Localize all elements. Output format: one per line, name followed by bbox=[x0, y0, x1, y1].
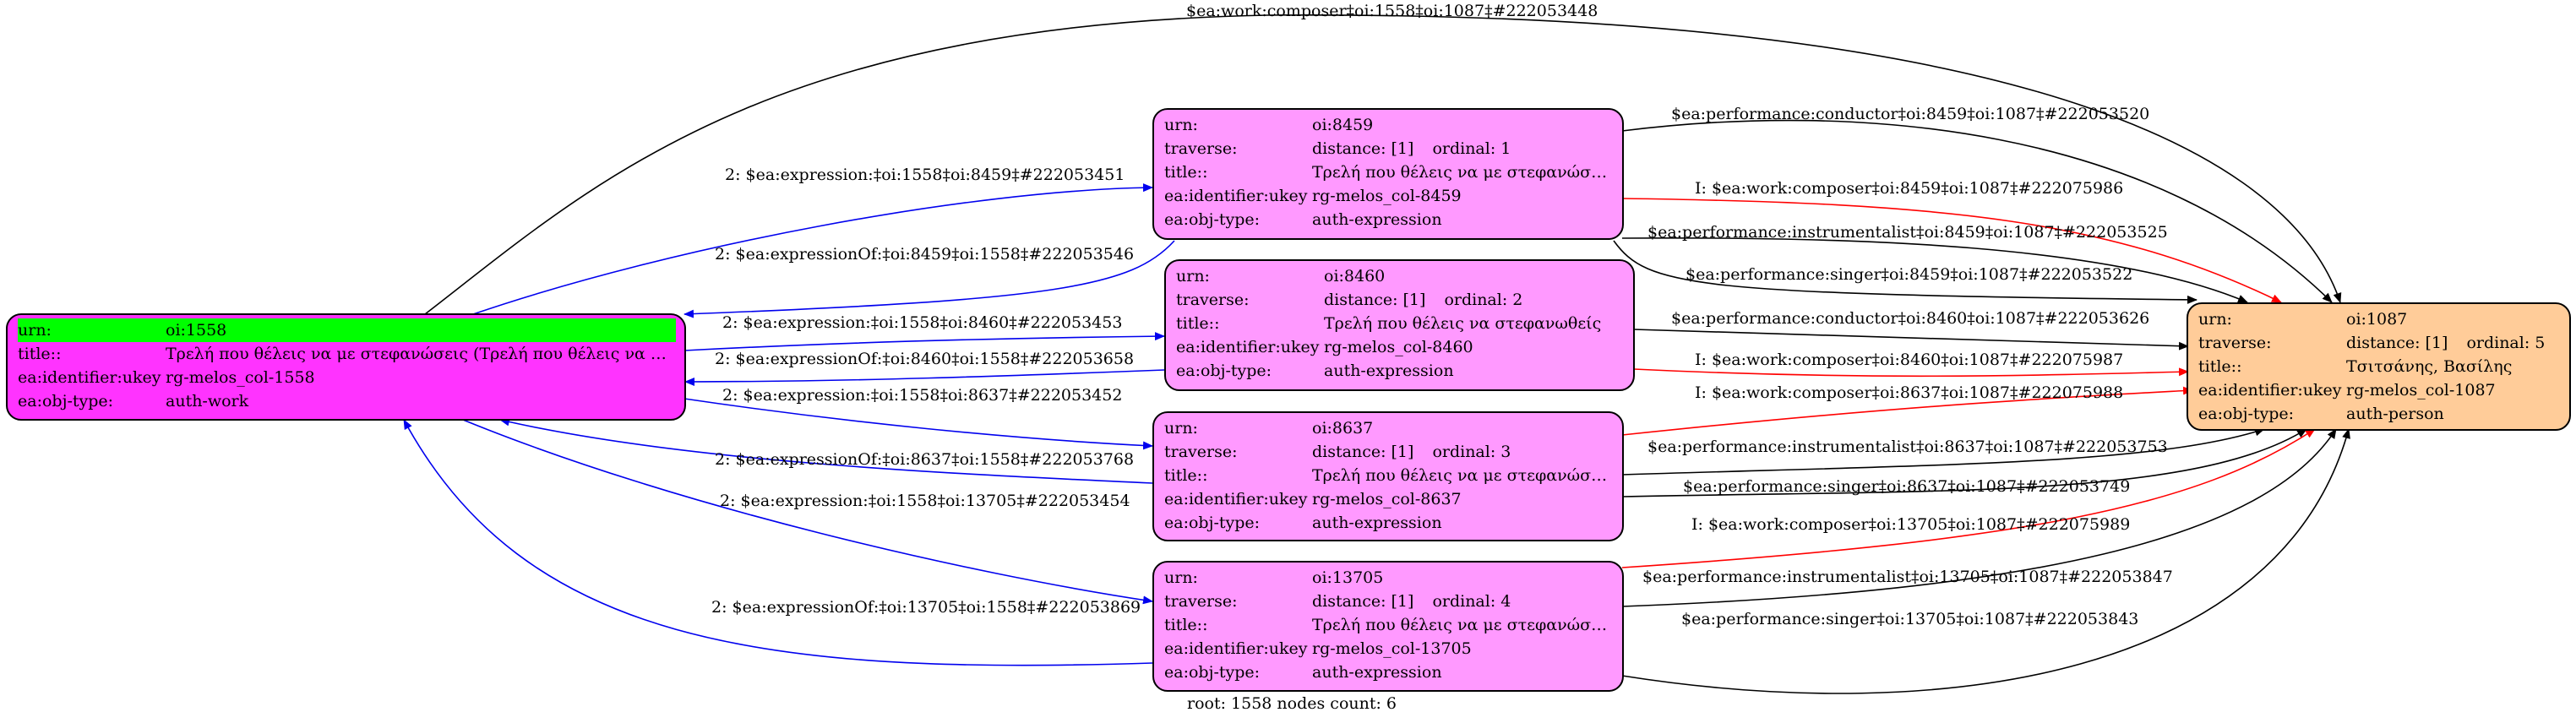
edge-label: 2: $ea:expression:‡oi:1558‡oi:13705‡#222… bbox=[720, 492, 1130, 510]
node-row: ea:obj-type:auth-expression bbox=[1164, 210, 1442, 229]
node-urn: oi:13705 bbox=[1312, 568, 1384, 587]
node-expression-8460[interactable]: urn:oi:8460 traverse:distance: [1]ordina… bbox=[1164, 259, 1635, 391]
edge-label: I: $ea:work:composer‡oi:8637‡oi:1087‡#22… bbox=[1695, 383, 2124, 402]
node-expression-13705[interactable]: urn:oi:13705 traverse:distance: [1]ordin… bbox=[1152, 561, 1624, 692]
edge-label: I: $ea:work:composer‡oi:8459‡oi:1087‡#22… bbox=[1695, 179, 2124, 198]
graph-footer: root: 1558 nodes count: 6 bbox=[1187, 694, 1397, 713]
node-title: Τρελή που θέλεις να με στεφανώσεις bbox=[1312, 466, 1614, 485]
node-row: urn:oi:8459 bbox=[1164, 113, 1614, 137]
node-urn: oi:8459 bbox=[1312, 116, 1374, 134]
node-title: Τρελή που θέλεις να με στεφανώσεις bbox=[1312, 163, 1614, 182]
edge-expressionof-13705 bbox=[403, 419, 1153, 666]
node-row: ea:obj-type:auth-person bbox=[2198, 405, 2444, 423]
node-row: traverse:distance: [1]ordinal: 4 bbox=[1164, 592, 1511, 611]
node-work-1558[interactable]: urn:oi:1558 title::Τρελή που θέλεις να μ… bbox=[6, 313, 686, 421]
edge-singer-8459 bbox=[1613, 240, 2197, 304]
edge-label: 2: $ea:expressionOf:‡oi:13705‡oi:1558‡#2… bbox=[711, 598, 1141, 617]
edge-composer-8459 bbox=[1621, 198, 2282, 303]
node-row: ea:obj-type:auth-work bbox=[18, 392, 249, 410]
edge-label: 2: $ea:expressionOf:‡oi:8637‡oi:1558‡#22… bbox=[715, 450, 1135, 469]
edge-label: $ea:performance:singer‡oi:8459‡oi:1087‡#… bbox=[1686, 265, 2133, 284]
edge-label: $ea:performance:instrumentalist‡oi:8637‡… bbox=[1647, 438, 2168, 456]
edge-expression-8459 bbox=[472, 183, 1153, 315]
edge-label: $ea:performance:singer‡oi:8637‡oi:1087‡#… bbox=[1683, 477, 2131, 496]
node-urn: oi:8460 bbox=[1324, 267, 1386, 285]
edge-composer-13705 bbox=[1621, 428, 2316, 568]
edge-instrumentalist-13705 bbox=[1621, 428, 2337, 607]
node-row: urn:oi:13705 bbox=[1164, 566, 1614, 590]
edge-composer-8460 bbox=[1633, 367, 2189, 378]
edge-label: 2: $ea:expression:‡oi:1558‡oi:8460‡#2220… bbox=[722, 313, 1123, 332]
node-expression-8459[interactable]: urn:oi:8459 traverse:distance: [1]ordina… bbox=[1152, 108, 1624, 240]
edge-label: 2: $ea:expression:‡oi:1558‡oi:8637‡#2220… bbox=[722, 386, 1123, 405]
node-title: Τρελή που θέλεις να με στεφανώσεις bbox=[1312, 616, 1614, 634]
node-row: ea:obj-type:auth-expression bbox=[1164, 663, 1442, 682]
node-row: title::Τρελή που θέλεις να με στεφανώσει… bbox=[1164, 613, 1614, 637]
node-title: Τρελή που θέλεις να με στεφανώσεις (Τρελ… bbox=[166, 345, 676, 363]
edge-label: 2: $ea:expression:‡oi:1558‡oi:8459‡#2220… bbox=[725, 166, 1125, 184]
edge-expressionof-8637 bbox=[499, 417, 1153, 484]
edge-instrumentalist-8637 bbox=[1621, 427, 2265, 476]
node-urn: oi:1558 bbox=[166, 321, 227, 340]
node-title: Τρελή που θέλεις να στεφανωθείς bbox=[1324, 314, 1602, 333]
node-person-1087[interactable]: urn:oi:1087 traverse:distance: [1]ordina… bbox=[2187, 302, 2571, 431]
node-row: urn:oi:8637 bbox=[1164, 416, 1614, 440]
node-expression-8637[interactable]: urn:oi:8637 traverse:distance: [1]ordina… bbox=[1152, 411, 1624, 541]
edge-label: $ea:performance:singer‡oi:13705‡oi:1087‡… bbox=[1681, 610, 2139, 628]
edge-label: I: $ea:work:composer‡oi:8460‡oi:1087‡#22… bbox=[1695, 351, 2124, 369]
edge-expression-13705 bbox=[462, 419, 1153, 605]
edge-label: 2: $ea:expressionOf:‡oi:8459‡oi:1558‡#22… bbox=[715, 245, 1135, 264]
node-row: title::Τρελή που θέλεις να στεφανωθείς bbox=[1176, 312, 1625, 335]
edge-work-composer bbox=[424, 14, 2342, 315]
edge-label: $ea:performance:instrumentalist‡oi:8459‡… bbox=[1647, 223, 2168, 242]
node-urn: oi:1087 bbox=[2346, 310, 2408, 329]
node-row: urn:oi:1087 bbox=[2198, 307, 2561, 331]
node-urn: oi:8637 bbox=[1312, 419, 1374, 438]
edge-singer-13705 bbox=[1621, 428, 2350, 694]
edge-conductor-8460 bbox=[1633, 329, 2189, 351]
node-row: traverse:distance: [1]ordinal: 1 bbox=[1164, 139, 1511, 158]
edge-label: I: $ea:work:composer‡oi:13705‡oi:1087‡#2… bbox=[1691, 515, 2131, 534]
node-row: ea:obj-type:auth-expression bbox=[1176, 362, 1454, 380]
edge-instrumentalist-8459 bbox=[1621, 236, 2248, 303]
node-row: title::Τρελή που θέλεις να με στεφανώσει… bbox=[18, 342, 676, 366]
edge-label: $ea:performance:conductor‡oi:8460‡oi:108… bbox=[1671, 309, 2150, 328]
node-row: ea:obj-type:auth-expression bbox=[1164, 514, 1442, 532]
edge-expression-8637 bbox=[683, 398, 1153, 450]
edge-expression-8460 bbox=[683, 332, 1165, 351]
edge-composer-8637 bbox=[1621, 386, 2193, 436]
node-row: title::Τσιτσάνης, Βασίλης bbox=[2198, 355, 2561, 378]
node-row: urn:oi:1558 bbox=[18, 318, 676, 342]
edge-conductor-8459 bbox=[1621, 119, 2333, 303]
node-row: urn:oi:8460 bbox=[1176, 264, 1625, 288]
node-row: traverse:distance: [1]ordinal: 3 bbox=[1164, 443, 1511, 461]
node-row: title::Τρελή που θέλεις να με στεφανώσει… bbox=[1164, 160, 1614, 184]
node-title: Τσιτσάνης, Βασίλης bbox=[2346, 357, 2513, 376]
edge-label: 2: $ea:expressionOf:‡oi:8460‡oi:1558‡#22… bbox=[715, 350, 1135, 368]
edge-label: $ea:performance:conductor‡oi:8459‡oi:108… bbox=[1671, 105, 2150, 123]
edge-expressionof-8460 bbox=[684, 369, 1165, 386]
edge-label: $ea:performance:instrumentalist‡oi:13705… bbox=[1642, 568, 2173, 586]
edge-label: $ea:work:composer‡oi:1558‡oi:1087‡#22205… bbox=[1186, 2, 1598, 20]
node-row: traverse:distance: [1]ordinal: 5 bbox=[2198, 334, 2546, 352]
edge-expressionof-8459 bbox=[683, 240, 1175, 318]
node-row: title::Τρελή που θέλεις να με στεφανώσει… bbox=[1164, 464, 1614, 487]
edge-singer-8637 bbox=[1621, 428, 2307, 497]
node-row: traverse:distance: [1]ordinal: 2 bbox=[1176, 291, 1523, 309]
